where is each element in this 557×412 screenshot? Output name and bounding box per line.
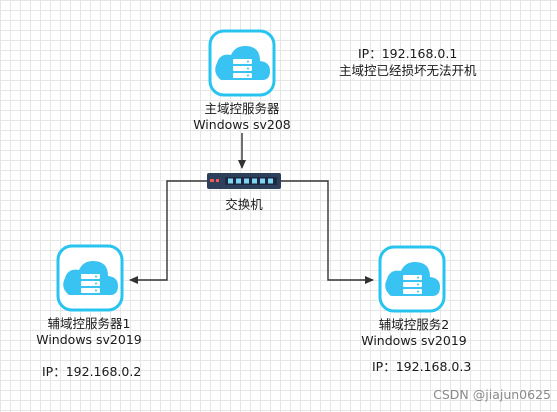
primary-status-note: 主域控已经损坏无法开机 bbox=[339, 63, 477, 78]
secondary1-server-icon[interactable] bbox=[56, 244, 124, 312]
primary-server-icon[interactable] bbox=[208, 29, 276, 97]
switch-icon[interactable] bbox=[207, 173, 281, 189]
secondary2-server-name: 辅域控服务2 bbox=[378, 317, 450, 332]
secondary1-ip-label: IP：192.168.0.2 bbox=[42, 364, 142, 379]
secondary1-server-name: 辅域控服务器1 bbox=[47, 316, 131, 331]
link-switch-to-secondary2 bbox=[280, 180, 374, 284]
secondary2-server-icon[interactable] bbox=[378, 245, 446, 313]
primary-server-label: 主域控服务器 Windows sv208 bbox=[182, 101, 302, 133]
primary-server-os: Windows sv208 bbox=[193, 117, 291, 132]
secondary2-server-os: Windows sv2019 bbox=[361, 333, 467, 348]
secondary2-server-label: 辅域控服务2 Windows sv2019 bbox=[352, 317, 476, 349]
link-switch-to-secondary1 bbox=[129, 180, 207, 284]
secondary1-server-os: Windows sv2019 bbox=[36, 332, 142, 347]
switch-label: 交换机 bbox=[225, 197, 263, 212]
primary-server-name: 主域控服务器 bbox=[204, 101, 280, 116]
csdn-watermark: CSDN @jiajun0625 bbox=[433, 387, 551, 402]
primary-ip-label: IP：192.168.0.1 bbox=[358, 46, 458, 61]
secondary1-server-label: 辅域控服务器1 Windows sv2019 bbox=[26, 316, 152, 348]
secondary2-ip-label: IP：192.168.0.3 bbox=[372, 359, 472, 374]
